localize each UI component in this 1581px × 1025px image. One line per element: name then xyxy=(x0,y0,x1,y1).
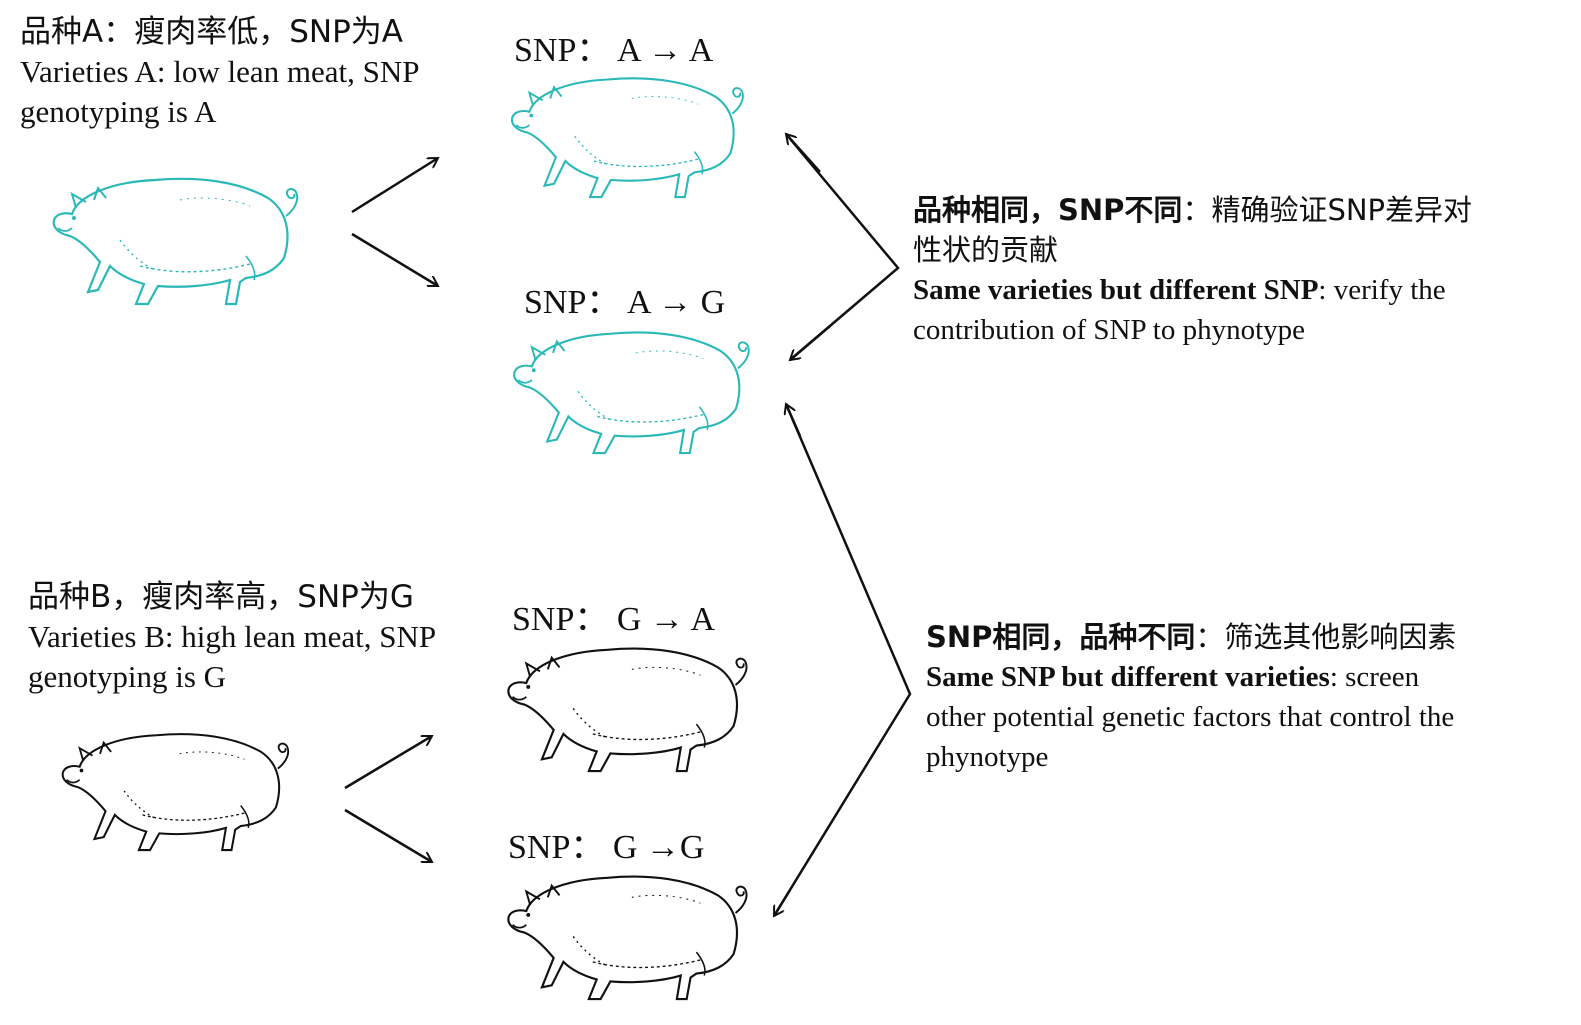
note-same-variety-line3: Same varieties but different SNP: verify… xyxy=(913,274,1446,306)
pig-snp-ga-icon xyxy=(507,647,748,773)
variety-a-line1: Varieties A: low lean meat, SNP xyxy=(20,54,420,89)
note-same-variety-line2: 性状的贡献 xyxy=(913,233,1059,267)
pig-snp-ag-icon xyxy=(513,331,750,455)
note-same-variety-line4: contribution of SNP to phynotype xyxy=(913,314,1306,346)
note-same-snp-line3: other potential genetic factors that con… xyxy=(926,701,1455,733)
arrow-a-to-ag xyxy=(351,232,438,288)
variety-b-line2: genotyping is G xyxy=(28,659,227,694)
snp-label-ag: SNP： A → G xyxy=(524,284,726,321)
pig-variety-a-icon xyxy=(52,177,299,306)
arrow-b-to-ga xyxy=(344,734,432,790)
note-same-snp-line1: SNP相同，品种不同：筛选其他影响因素 xyxy=(926,620,1457,654)
pig-snp-aa-icon xyxy=(510,77,744,199)
snp-label-aa: SNP： A → A xyxy=(514,32,714,69)
bracket-arrow-varieties xyxy=(785,133,900,361)
variety-a-line2: genotyping is A xyxy=(20,94,217,129)
variety-b-title: 品种B，瘦肉率高，SNP为G xyxy=(28,579,414,615)
snp-label-ga: SNP： G → A xyxy=(512,601,716,638)
note-same-snp-line2: Same SNP but different varieties: screen xyxy=(926,661,1420,693)
variety-b-line1: Varieties B: high lean meat, SNP xyxy=(28,619,437,654)
note-same-variety-line1: 品种相同，SNP不同：精确验证SNP差异对 xyxy=(913,193,1473,227)
note-same-snp-line4: phynotype xyxy=(926,741,1049,773)
arrow-b-to-gg xyxy=(344,808,432,864)
bracket-arrow-snp xyxy=(772,403,912,917)
pig-snp-gg-icon xyxy=(507,875,748,1001)
arrow-a-to-aa xyxy=(351,156,438,214)
variety-a-title: 品种A：瘦肉率低，SNP为A xyxy=(20,14,403,50)
snp-label-gg: SNP： G →G xyxy=(508,829,705,866)
pig-variety-b-icon xyxy=(61,733,290,852)
